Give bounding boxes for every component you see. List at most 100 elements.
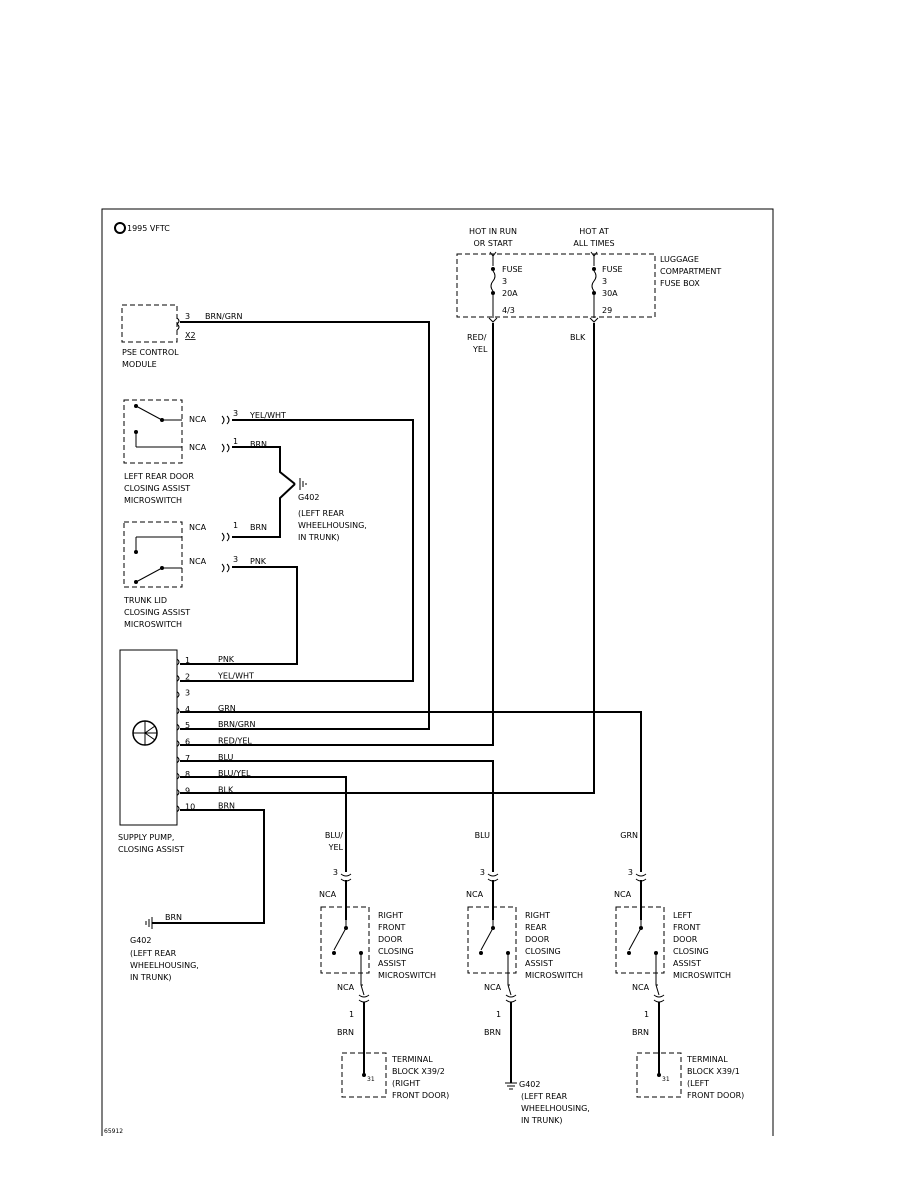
right-rear-door-microswitch: BLU3NCARIGHTREARDOORCLOSINGASSISTMICROSW… xyxy=(466,831,590,1125)
ground-label: WHEELHOUSING, xyxy=(521,1104,590,1113)
component-label: DOOR xyxy=(673,935,698,944)
wire-color-label: BRN/GRN xyxy=(218,720,255,729)
fuse-label: FUSE xyxy=(602,265,623,274)
connector-pin: 7 xyxy=(185,754,190,763)
ground-label: G402 xyxy=(298,493,319,502)
wire-color-label: BLU/YEL xyxy=(218,769,251,778)
wire-color-label: RED/YEL xyxy=(218,737,252,746)
pump-pin-3: 3 xyxy=(176,689,190,698)
component-label: CLOSING xyxy=(673,947,709,956)
wires xyxy=(152,321,642,924)
wire-grn xyxy=(180,711,642,872)
connector-pin: 10 xyxy=(185,803,195,812)
wire-blu xyxy=(180,760,494,872)
terminal-label: FRONT DOOR) xyxy=(392,1091,449,1100)
component-label: ASSIST xyxy=(378,959,406,968)
wire-color-label: YEL xyxy=(472,345,488,354)
wire-pnk xyxy=(180,566,298,665)
fuse-3-30a: FUSE 3 30A 29 xyxy=(589,251,623,323)
fuse-box: HOT IN RUN OR START HOT AT ALL TIMES LUG… xyxy=(456,227,721,354)
hot-at-all-times-label: HOT AT xyxy=(579,227,609,236)
wire-blk xyxy=(180,323,595,794)
connector-id: NCA xyxy=(337,983,355,992)
wire-color-label: BRN xyxy=(337,1028,354,1037)
wire-color-label: PNK xyxy=(250,557,267,566)
terminal-label: (RIGHT xyxy=(392,1079,420,1088)
component-label: FRONT xyxy=(673,923,700,932)
wire-color-label: PNK xyxy=(218,655,235,664)
wire-color-label: BRN xyxy=(484,1028,501,1037)
connector-pin: 8 xyxy=(185,770,190,779)
connector-pin: 1 xyxy=(496,1010,501,1019)
wire-color-label: GRN xyxy=(620,831,638,840)
wire-brn-ground-2 xyxy=(232,483,296,538)
connector-pin: 1 xyxy=(644,1010,649,1019)
fuse-rating: 20A xyxy=(502,289,518,298)
component-label: RIGHT xyxy=(525,911,550,920)
terminal-label: (LEFT xyxy=(687,1079,709,1088)
trunk-lid-microswitch: NCA 1 BRN NCA 3 PNK TRUNK LID CLOSING AS… xyxy=(123,521,267,629)
wire-red-yel xyxy=(180,323,494,746)
component-label: MODULE xyxy=(122,360,157,369)
terminal-label: BLOCK X39/1 xyxy=(687,1067,740,1076)
component-label: MICROSWITCH xyxy=(525,971,583,980)
terminal-label: FRONT DOOR) xyxy=(687,1091,744,1100)
fuse-box-label: LUGGAGE xyxy=(660,255,699,264)
wire-color-label: YEL/WHT xyxy=(249,411,286,420)
wire-color-label: BLK xyxy=(570,333,586,342)
component-label: PSE CONTROL xyxy=(122,348,179,357)
fuse-box-outline xyxy=(456,253,656,318)
connector-pin: 1 xyxy=(233,437,238,446)
wire-color-label: BRN xyxy=(250,440,267,449)
component-label: DOOR xyxy=(378,935,403,944)
wire-color-label: BRN/GRN xyxy=(205,312,242,321)
connector-pin: 5 xyxy=(185,721,190,730)
connector-id: NCA xyxy=(319,890,337,899)
ground-label: G402 xyxy=(130,936,151,945)
ground-label: IN TRUNK) xyxy=(298,533,340,542)
terminal-pin: 31 xyxy=(367,1076,375,1083)
ground-label: IN TRUNK) xyxy=(130,973,172,982)
component-label: MICROSWITCH xyxy=(124,496,182,505)
connector-pin: 3 xyxy=(185,312,190,321)
ground-label: IN TRUNK) xyxy=(521,1116,563,1125)
component-label: MICROSWITCH xyxy=(124,620,182,629)
component-label: CLOSING ASSIST xyxy=(118,845,184,854)
connector-pin: 3 xyxy=(233,555,238,564)
connector-id: NCA xyxy=(484,983,502,992)
wire-color-label: BLU xyxy=(475,831,491,840)
connector-id: NCA xyxy=(614,890,632,899)
connector-id: NCA xyxy=(189,415,207,424)
pse-module-outline xyxy=(121,304,178,343)
fuse-box-label: COMPARTMENT xyxy=(660,267,721,276)
connector-pin: 3 xyxy=(480,868,485,877)
wire-brn-grn xyxy=(180,321,430,730)
component-label: TRUNK LID xyxy=(123,596,167,605)
connector-pin: 3 xyxy=(628,868,633,877)
diagram-frame xyxy=(101,208,774,1136)
figure-id: 65912 xyxy=(104,1128,123,1135)
connector-pin: 1 xyxy=(233,521,238,530)
wire-color-label: GRN xyxy=(218,704,236,713)
component-label: RIGHT xyxy=(378,911,403,920)
wire-color-label: BLU/ xyxy=(325,831,343,840)
component-label: CLOSING xyxy=(525,947,561,956)
ground-label: WHEELHOUSING, xyxy=(298,521,367,530)
connector-pin: 3 xyxy=(185,689,190,698)
terminal-pin: 31 xyxy=(662,1076,670,1083)
hot-at-all-times-label: ALL TIMES xyxy=(573,239,614,248)
fuse-label: FUSE xyxy=(502,265,523,274)
fuse-pin: 4/3 xyxy=(502,306,515,315)
copyright-text: 1995 VFTC xyxy=(127,224,170,233)
g402-ground-left: BRN G402 (LEFT REAR WHEELHOUSING, IN TRU… xyxy=(130,913,199,982)
ground-label: (LEFT REAR xyxy=(298,509,345,518)
fuse-box-label: FUSE BOX xyxy=(660,279,700,288)
fuse-number: 3 xyxy=(602,277,607,286)
copyright-icon xyxy=(114,222,126,234)
wire-color-label: BRN xyxy=(250,523,267,532)
